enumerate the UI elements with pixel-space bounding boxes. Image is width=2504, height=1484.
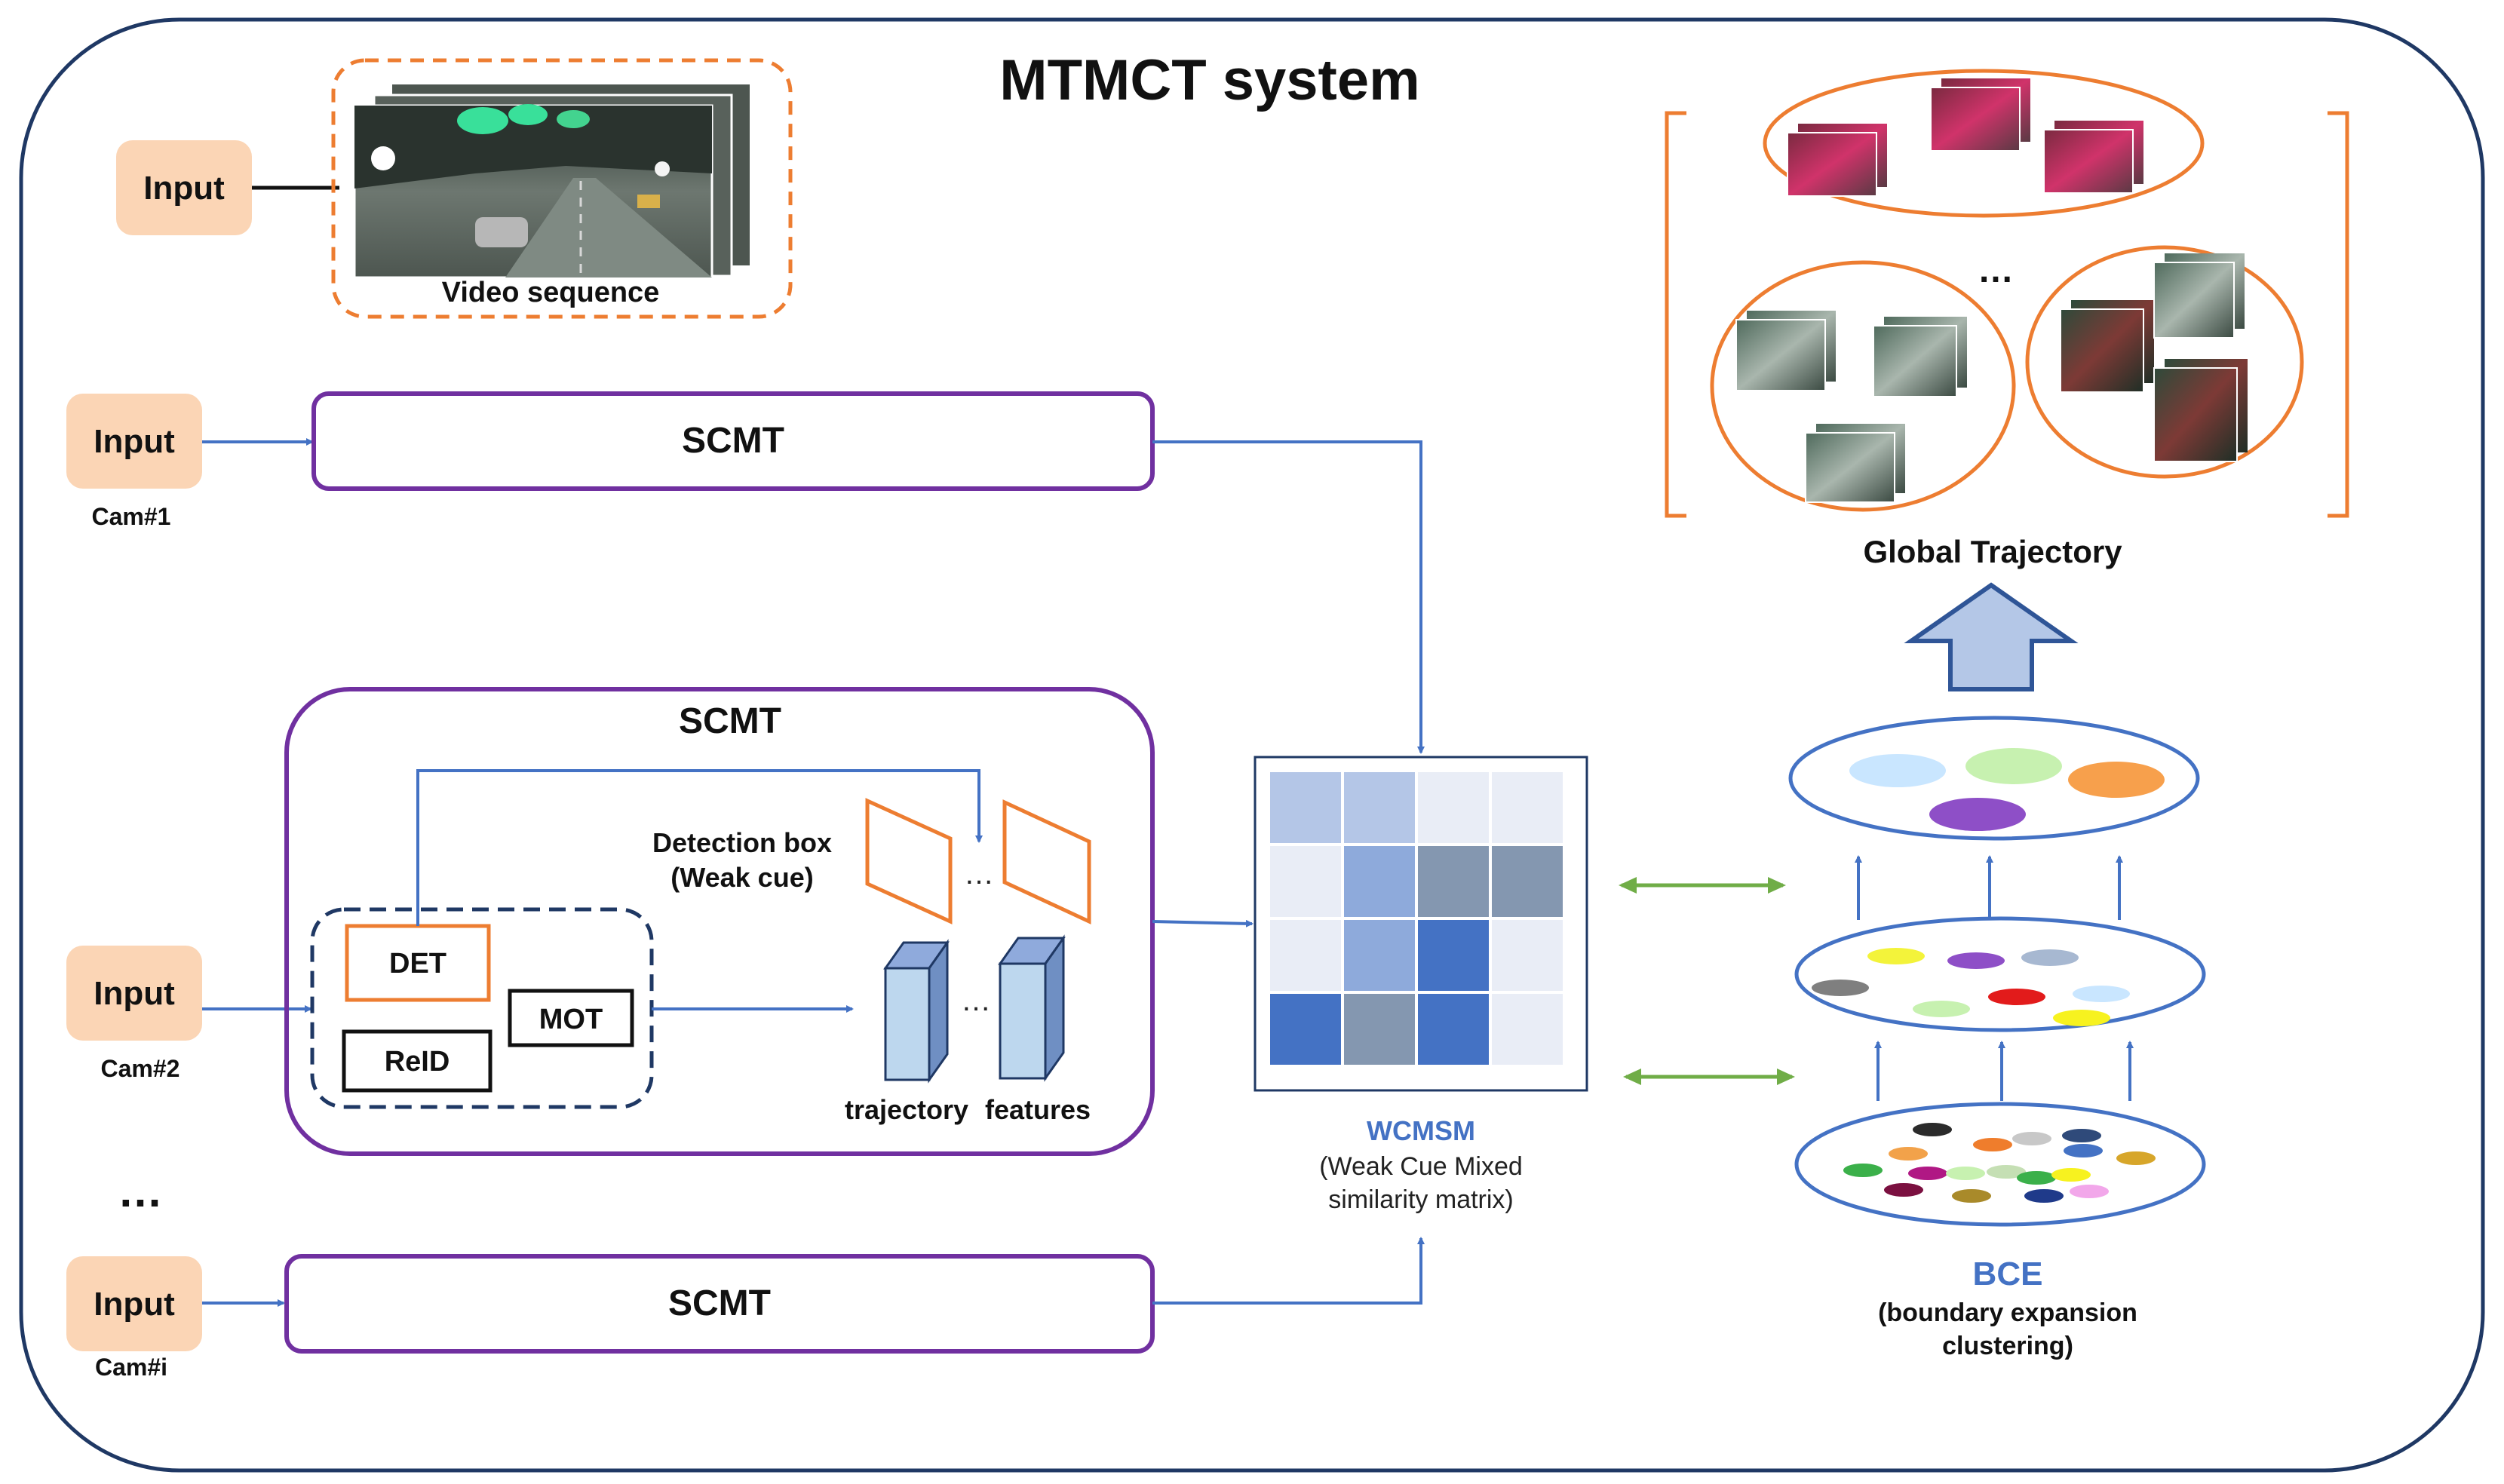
matrix-cell xyxy=(1344,994,1415,1065)
feature-block-1 xyxy=(883,939,950,1084)
bracket-right xyxy=(2328,111,2349,518)
bce-name: BCE xyxy=(1973,1256,2043,1292)
detection-box-line2: (Weak cue) xyxy=(670,862,813,893)
cluster-blob xyxy=(1965,748,2062,784)
scmt-to-wcmsm-arrow xyxy=(1152,919,1254,928)
detection-box-line1: Detection box xyxy=(652,827,832,858)
detection-box-shape-2 xyxy=(1002,799,1091,924)
reid-label: ReID xyxy=(385,1046,450,1078)
video-frame-image xyxy=(353,104,713,279)
cluster-blob xyxy=(1929,798,2026,831)
cam1-input-label: Input xyxy=(94,423,175,460)
global-ellipsis: … xyxy=(1978,250,2014,290)
global-up-arrow xyxy=(1904,582,2079,691)
cam2-label: Cam#2 xyxy=(101,1055,180,1082)
matrix-cell xyxy=(1492,994,1563,1065)
cam2-input-label: Input xyxy=(94,975,175,1012)
reid-box xyxy=(342,1029,493,1093)
cami-label: Cam#i xyxy=(95,1354,167,1381)
cluster-blob xyxy=(2068,762,2165,798)
bracket-left xyxy=(1665,111,1686,518)
wcmsm-cells xyxy=(1270,772,1563,1065)
top-input-label: Input xyxy=(143,170,225,207)
matrix-cell xyxy=(1270,994,1341,1065)
camera-ellipsis: … xyxy=(118,1166,163,1216)
global-trajectory-label: Global Trajectory xyxy=(1863,534,2122,569)
matrix-cell xyxy=(1418,920,1489,991)
matrix-cell xyxy=(1418,772,1489,843)
mot-box xyxy=(508,989,634,1047)
bce-layers xyxy=(1788,716,2206,1227)
cam1-to-wcmsm-arrow xyxy=(1152,440,1425,754)
top-input-box xyxy=(116,140,252,235)
cam2-input-box xyxy=(66,946,202,1041)
matrix-cell xyxy=(1418,846,1489,917)
vehicle-thumbnails xyxy=(2060,253,2248,462)
matrix-cell xyxy=(1344,772,1415,843)
feature-block-2 xyxy=(998,934,1066,1082)
matrix-cell xyxy=(1270,772,1341,843)
matrix-cell xyxy=(1270,920,1341,991)
detection-ellipsis: … xyxy=(964,857,994,891)
system-frame xyxy=(19,17,2485,1473)
cami-to-wcmsm-arrow xyxy=(1152,1237,1425,1305)
diagram-title: MTMCT system xyxy=(999,48,1419,112)
bce-layer-middle xyxy=(1794,916,2206,1032)
scmt-label-cam1: SCMT xyxy=(682,421,784,461)
global-trajectory: … xyxy=(1665,69,2349,518)
vehicle-thumbnails xyxy=(1787,78,2143,197)
cami-input-label: Input xyxy=(94,1286,175,1323)
bce-desc-line2: clustering) xyxy=(1942,1332,2073,1360)
wcmsm-desc-line2: similarity matrix) xyxy=(1328,1185,1514,1214)
bce-desc-line1: (boundary expansion xyxy=(1878,1298,2137,1327)
trajectory-label: trajectory xyxy=(845,1094,968,1125)
matrix-cell xyxy=(1492,772,1563,843)
detection-box-shape-1 xyxy=(865,798,953,924)
cam1-input-box xyxy=(66,394,202,489)
cami-input-box xyxy=(66,1256,202,1351)
wcmsm-name: WCMSM xyxy=(1367,1115,1475,1146)
matrix-cell xyxy=(1492,920,1563,991)
scmt-label-cami: SCMT xyxy=(668,1283,771,1323)
det-to-boxes-arrow xyxy=(416,769,983,926)
det-box xyxy=(345,924,491,1002)
matrix-cell xyxy=(1344,920,1415,991)
vehicle-thumbnails xyxy=(1735,311,1967,503)
matrix-cell xyxy=(1344,846,1415,917)
scmt-detail-title: SCMT xyxy=(679,701,781,741)
video-sequence: Video sequence xyxy=(331,58,793,319)
wcmsm-matrix xyxy=(1254,756,1588,1092)
features-label: features xyxy=(985,1094,1091,1125)
video-caption: Video sequence xyxy=(442,277,660,308)
scmt-detail: SCMT DET ReID MOT Detection box (Weak cu… xyxy=(284,687,1155,1156)
det-label: DET xyxy=(389,948,446,980)
cluster-blob xyxy=(1849,754,1946,787)
wcmsm-desc-line1: (Weak Cue Mixed xyxy=(1319,1152,1523,1181)
feature-ellipsis: … xyxy=(961,984,991,1017)
mot-label: MOT xyxy=(539,1004,603,1035)
matrix-cell xyxy=(1492,846,1563,917)
cam1-label: Cam#1 xyxy=(92,503,171,530)
matrix-cell xyxy=(1418,994,1489,1065)
matrix-cell xyxy=(1270,846,1341,917)
